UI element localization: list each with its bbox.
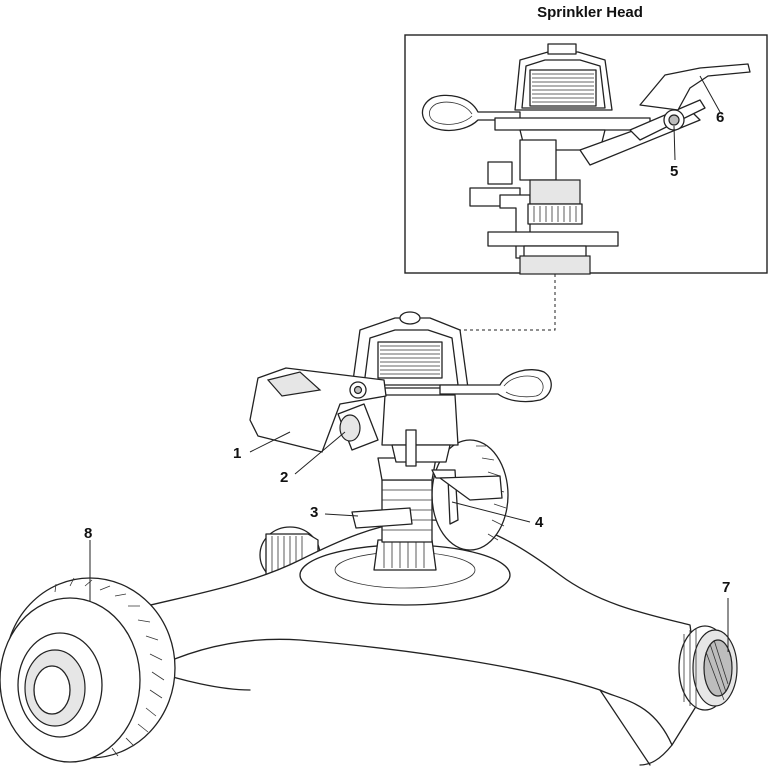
- sprinkler-head-inset: [404, 34, 768, 331]
- callout-5: 5: [670, 163, 679, 180]
- callout-7: 7: [722, 579, 731, 596]
- callout-1: 1: [233, 445, 242, 462]
- inset-title: Sprinkler Head: [537, 4, 643, 21]
- callout-8: 8: [84, 525, 93, 542]
- callout-3: 3: [310, 504, 319, 521]
- sprinkler-base: [0, 519, 738, 766]
- callout-leaders: [89, 75, 729, 652]
- callout-6: 6: [716, 109, 725, 126]
- callout-4: 4: [535, 514, 544, 531]
- inlet-fitting: [678, 625, 738, 711]
- front-wheel: [0, 577, 176, 763]
- callout-2: 2: [280, 469, 289, 486]
- main-sprinkler-head: [249, 311, 552, 571]
- spring: [529, 69, 597, 107]
